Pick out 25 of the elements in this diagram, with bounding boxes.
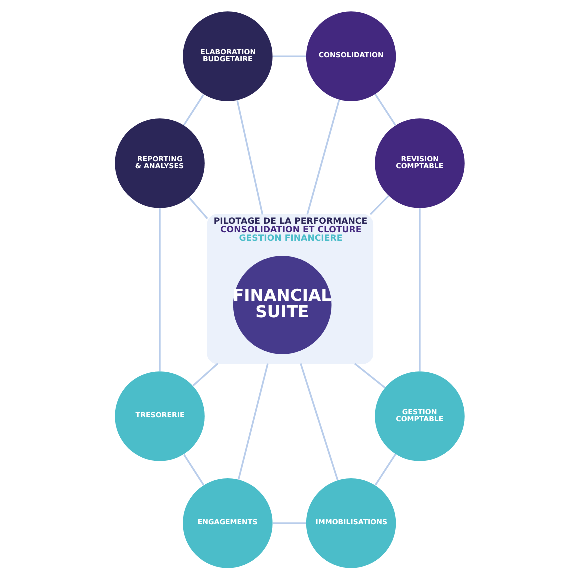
- connector: [374, 454, 396, 486]
- connector: [236, 100, 264, 215]
- node-circle: CONSOLIDATION: [306, 12, 396, 102]
- node-circle: REPORTING & ANALYSES: [115, 118, 205, 208]
- connector: [354, 363, 386, 389]
- connector: [374, 94, 396, 126]
- node-circle: TRESORERIE: [115, 372, 205, 462]
- node-circle: ELABORATION BUDGETAIRE: [183, 12, 273, 102]
- connector: [159, 208, 161, 372]
- node-circle: REVISION COMPTABLE: [375, 118, 465, 208]
- connector: [273, 56, 306, 58]
- connector: [238, 364, 269, 480]
- connector: [306, 100, 340, 215]
- node-circle: ENGAGEMENTS: [183, 478, 273, 568]
- node-circle: FINANCIAL SUITE: [233, 256, 332, 354]
- connector: [188, 197, 208, 220]
- connector: [273, 522, 306, 524]
- connector: [370, 196, 390, 216]
- connector: [183, 94, 205, 126]
- node-circle: IMMOBILISATIONS: [306, 478, 396, 568]
- connector: [183, 454, 205, 486]
- connector: [419, 208, 421, 372]
- connector: [192, 363, 219, 387]
- node-circle: GESTION COMPTABLE: [375, 372, 465, 462]
- connector: [300, 364, 339, 481]
